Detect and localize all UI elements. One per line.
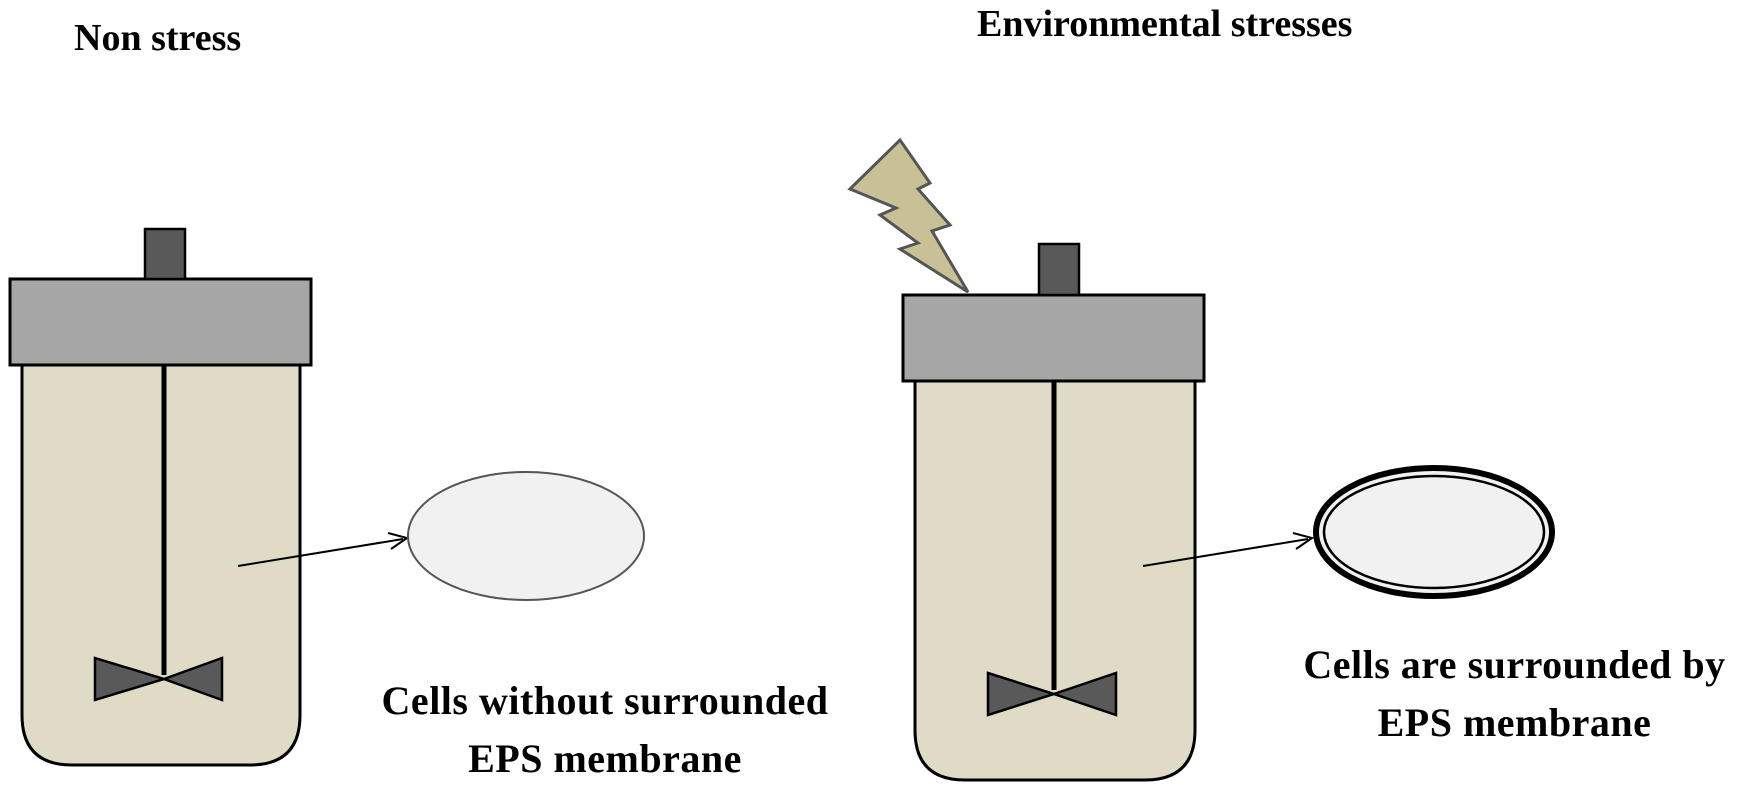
right-caption-line2: EPS membrane bbox=[1377, 700, 1652, 745]
right-impeller-blade-right bbox=[1050, 671, 1118, 717]
right-caption-line1: Cells are surrounded by bbox=[1303, 642, 1726, 687]
cell-wall bbox=[1322, 474, 1546, 590]
cell-with-eps-membrane-icon bbox=[1313, 465, 1555, 599]
left-pointer-arrow bbox=[237, 532, 410, 567]
right-caption: Cells are surrounded by EPS membrane bbox=[1272, 636, 1757, 752]
right-vessel-lid bbox=[901, 293, 1206, 383]
cell-icon bbox=[407, 471, 645, 601]
eps-membrane bbox=[1313, 465, 1555, 599]
environmental-stresses-title: Environmental stresses bbox=[977, 3, 1353, 45]
left-caption-line1: Cells without surrounded bbox=[381, 678, 829, 723]
left-impeller-icon bbox=[93, 656, 169, 702]
right-bioreactor-icon bbox=[901, 242, 1206, 782]
right-pointer-arrow bbox=[1142, 532, 1315, 567]
left-bioreactor-icon bbox=[8, 227, 313, 767]
left-vessel-body bbox=[20, 363, 302, 767]
non-stress-title: Non stress bbox=[74, 17, 242, 59]
right-vessel-cap bbox=[1037, 242, 1081, 297]
left-vessel-lid bbox=[8, 277, 313, 367]
left-caption: Cells without surrounded EPS membrane bbox=[355, 672, 855, 788]
right-impeller-icon bbox=[986, 671, 1059, 717]
left-impeller-blade-right bbox=[160, 656, 224, 702]
left-vessel-cap bbox=[143, 227, 187, 281]
lightning-bolt-icon bbox=[847, 137, 970, 294]
left-caption-line2: EPS membrane bbox=[468, 736, 742, 781]
